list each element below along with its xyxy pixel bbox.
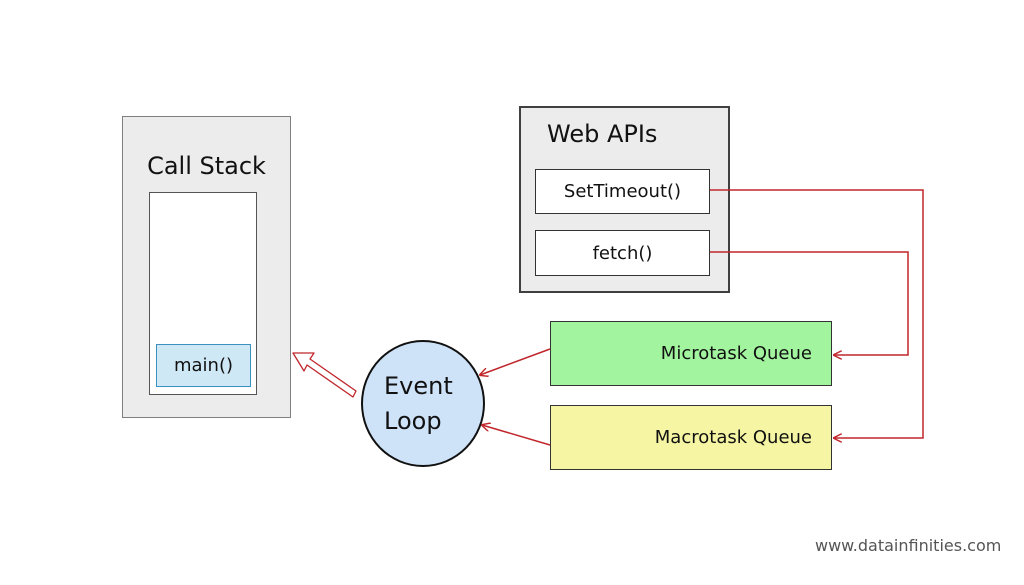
web-api-fetch: fetch(): [535, 230, 710, 276]
website-watermark: www.datainfinities.com: [815, 536, 1002, 555]
event-loop-circle: Event Loop: [361, 340, 485, 467]
macrotask-queue: Macrotask Queue: [550, 405, 832, 470]
arrow-macrotask-to-event-loop: [482, 425, 551, 446]
web-apis-title: Web APIs: [547, 120, 658, 148]
arrow-microtask-to-event-loop: [480, 348, 551, 375]
stack-frame-main: main(): [156, 344, 251, 387]
microtask-queue: Microtask Queue: [550, 321, 832, 386]
arrow-event-loop-to-call-stack: [292, 352, 357, 398]
call-stack-title: Call Stack: [147, 152, 266, 180]
microtask-queue-label: Microtask Queue: [660, 343, 812, 364]
macrotask-queue-label: Macrotask Queue: [654, 427, 812, 448]
web-api-settimeout: SetTimeout(): [535, 169, 710, 214]
event-loop-label-line2: Loop: [384, 406, 442, 435]
arrow-settimeout-to-macrotask: [710, 189, 924, 438]
event-loop-label-line1: Event: [384, 371, 453, 400]
